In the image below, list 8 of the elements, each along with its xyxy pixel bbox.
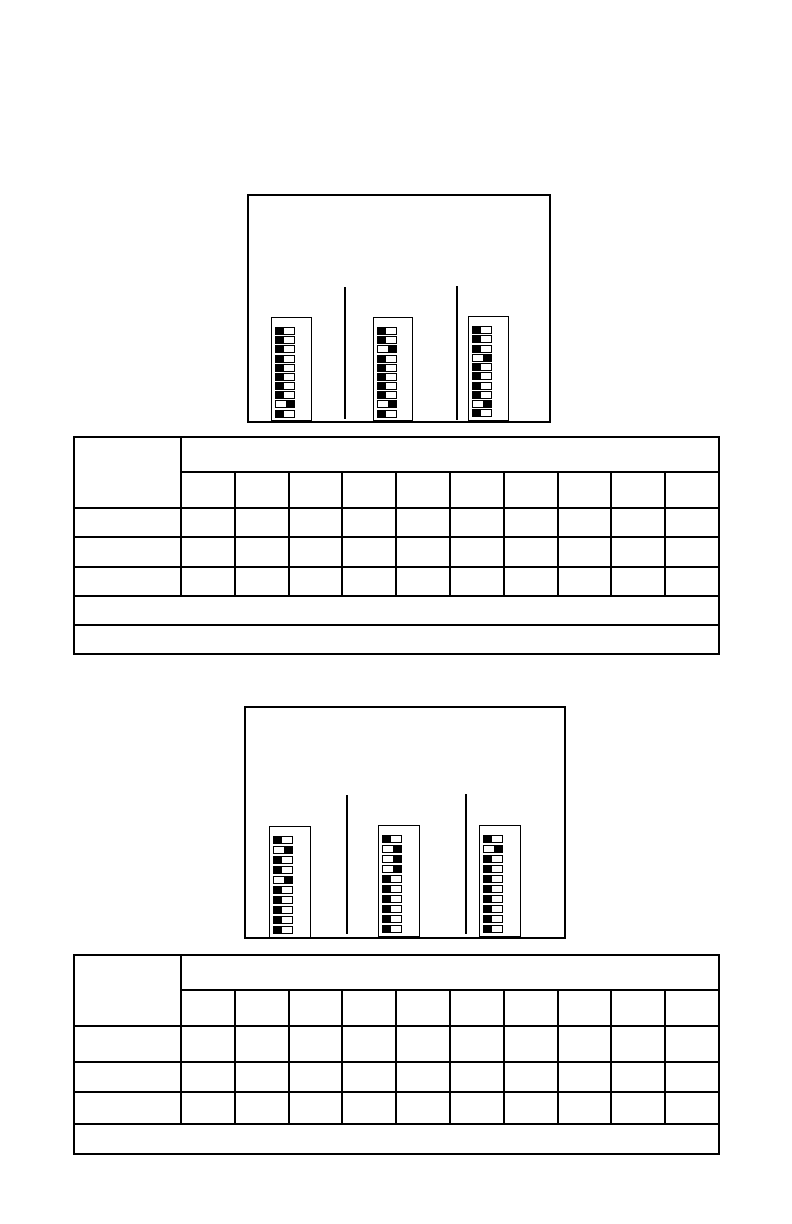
dip-switch	[468, 316, 509, 421]
dip-switch	[479, 825, 521, 937]
dip-switch	[269, 826, 311, 938]
dip-switch	[373, 317, 413, 421]
dip-switch	[271, 317, 312, 421]
switch-panel	[247, 194, 551, 423]
dip-switch	[378, 825, 420, 937]
switch-panel	[244, 706, 566, 939]
